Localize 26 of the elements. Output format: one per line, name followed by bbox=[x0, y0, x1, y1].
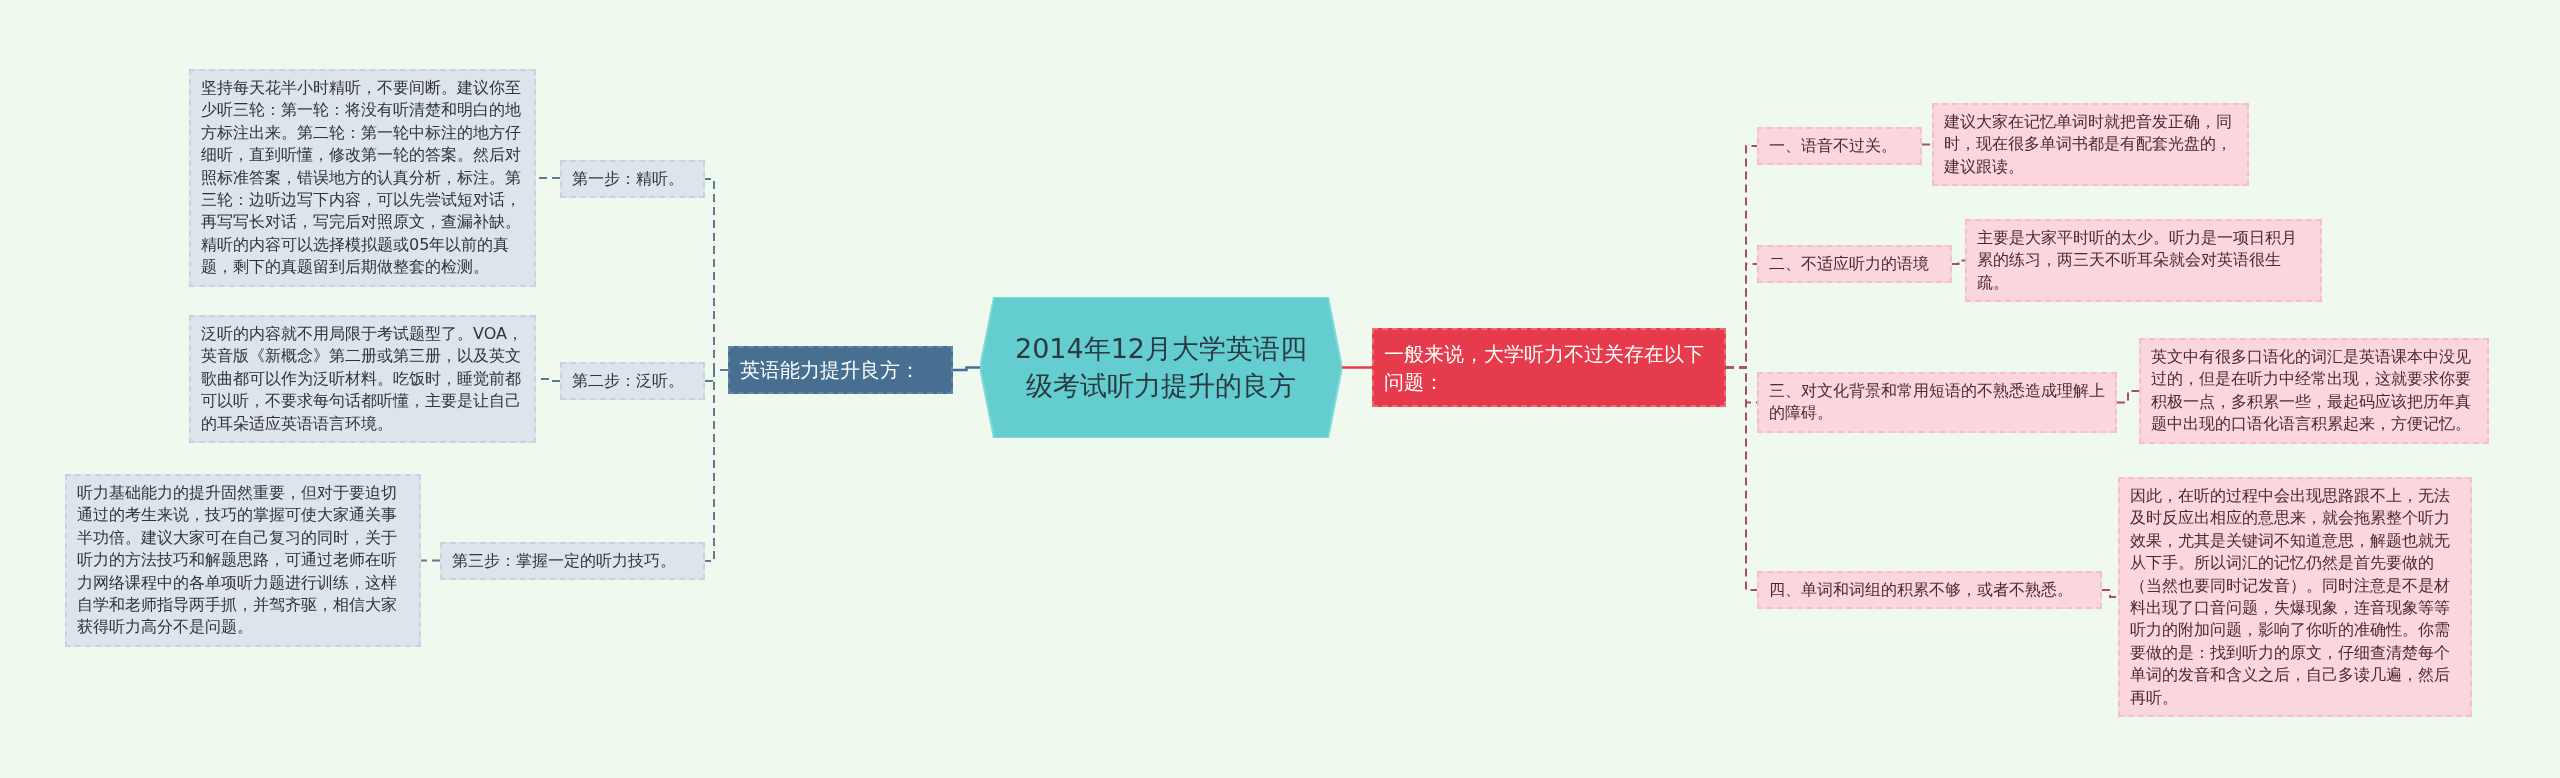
note-box: 听力基础能力的提升固然重要，但对于要迫切通过的考生来说，技巧的掌握可使大家通关事半功倍。建议大家可在自己复习的同时，关于听力的方法技巧和解题思路，可通过老师在听力网络课程中的各单项听力题进行训练，这样自学和老师指导两手抓，并驾齐驱，相信大家获得听力高分不是问题。 bbox=[65, 474, 421, 647]
connector-line bbox=[704, 369, 729, 562]
note-box: 坚持每天花半小时精听，不要间断。建议你至少听三轮：第一轮：将没有听清楚和明白的地方标注出来。第二轮：第一轮中标注的地方仔细听，直到听懂，修改第一轮的答案。然后对照标准答案，错误地方的认真分析，标注。第三轮：边听边写下内容，可以先尝试短对话，再写写长对话，写完后对照原文，查漏补缺。精听的内容可以选择模拟题或05年以前的真题，剩下的真题留到后期做整套的检测。 bbox=[189, 69, 536, 287]
note-box: 建议大家在记忆单词时就把音发正确，同时，现在很多单词书都是有配套光盘的，建议跟读。 bbox=[1932, 103, 2249, 187]
branch-box: 一般来说，大学听力不过关存在以下问题： bbox=[1372, 328, 1726, 407]
problem-box: 二、不适应听力的语境 bbox=[1757, 245, 1952, 284]
problem-box: 四、单词和词组的积累不够，或者不熟悉。 bbox=[1757, 571, 2102, 610]
branch-box: 英语能力提升良方： bbox=[728, 346, 953, 394]
note-box: 因此，在听的过程中会出现思路跟不上，无法及时反应出相应的意思来，就会拖累整个听力效果，尤其是关键词不知道意思，解题也就无从下手。所以词汇的记忆仍然是首先要做的（当然也要同时记发音）。同时注意是不是材料出现了口音问题，失爆现象，连音现象等等听力的附加问题，影响了你听的准确性。你需要做的是：找到听力的原文，仔细查清楚每个单词的发音和含义之后，自己多读几遍，然后再听。 bbox=[2118, 477, 2472, 717]
step-box: 第二步：泛听。 bbox=[560, 362, 705, 401]
note-box: 泛听的内容就不用局限于考试题型了。VOA，英音版《新概念》第二册或第三册，以及英文歌曲都可以作为泛听材料。吃饭时，睡觉前都可以听，不要求每句话都听懂，主要是让自己的耳朵适应英语语言环境。 bbox=[189, 315, 536, 443]
connector-line bbox=[1921, 143, 1933, 146]
connector-line bbox=[1951, 259, 1966, 265]
step-box: 第一步：精听。 bbox=[560, 160, 705, 199]
connector-line bbox=[953, 366, 980, 372]
connector-line bbox=[1342, 366, 1372, 369]
problem-box: 一、语音不过关。 bbox=[1757, 127, 1922, 166]
note-box: 英文中有很多口语化的词汇是英语课本中没见过的，但是在听力中经常出现，这就要求你要积极一点，多积累一些，最起码应该把历年真题中出现的口语化语言积累起来，方便记忆。 bbox=[2139, 338, 2489, 444]
connector-line bbox=[420, 559, 441, 562]
step-box: 第三步：掌握一定的听力技巧。 bbox=[440, 542, 705, 581]
topic-hexagon: 2014年12月大学英语四级考试听力提升的良方 bbox=[980, 297, 1342, 438]
connector-line bbox=[2101, 589, 2119, 598]
problem-box: 三、对文化背景和常用短语的不熟悉造成理解上的障碍。 bbox=[1757, 372, 2117, 433]
connector-line bbox=[1725, 366, 1758, 591]
note-box: 主要是大家平时听的太少。听力是一项日积月累的练习，两三天不听耳朵就会对英语很生疏。 bbox=[1965, 219, 2322, 303]
connector-line bbox=[2116, 390, 2140, 404]
